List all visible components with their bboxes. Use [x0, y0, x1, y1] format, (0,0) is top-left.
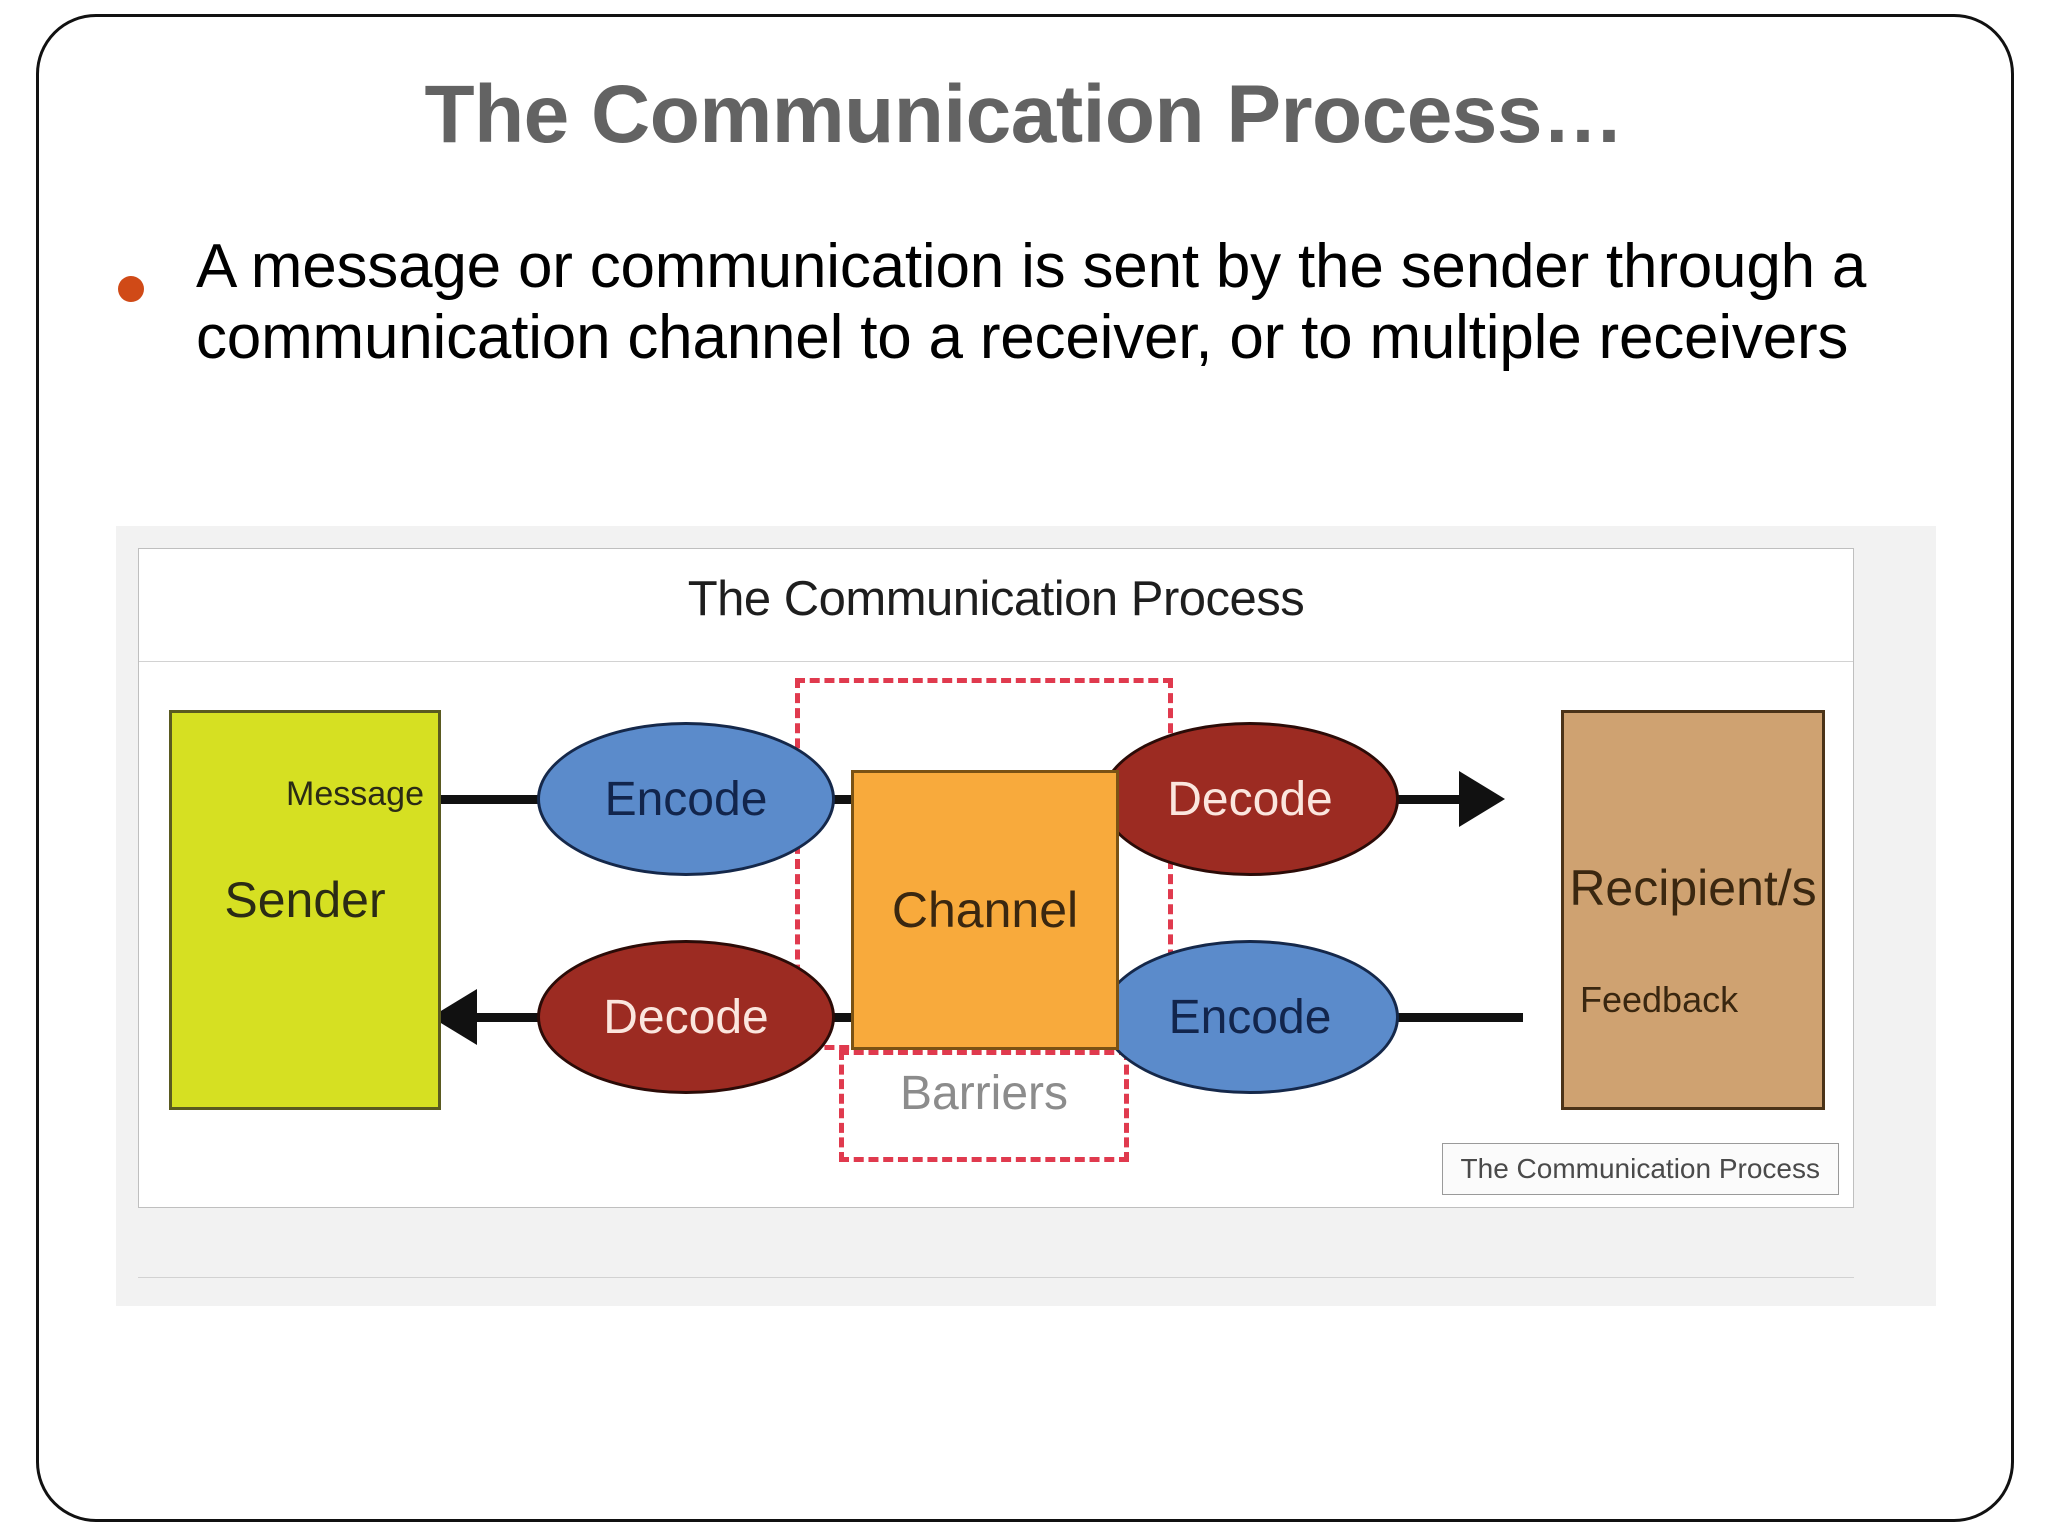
connector-recipient-to-encode — [1377, 1013, 1523, 1022]
diagram-caption: The Communication Process — [1441, 1143, 1839, 1195]
channel-label: Channel — [891, 882, 1079, 938]
bullet-list: A message or communication is sent by th… — [118, 232, 1958, 373]
message-label: Message — [286, 775, 424, 813]
sender-box: Message Sender — [169, 710, 441, 1110]
diagram-stage: Barriers Message Sender Encode Decode De… — [139, 662, 1853, 1208]
diagram-card: The Communication Process Barriers — [138, 548, 1854, 1208]
recipient-box: Recipient/s Feedback — [1561, 710, 1825, 1110]
arrow-right-icon — [1459, 771, 1505, 827]
diagram-heading: The Communication Process — [687, 572, 1305, 626]
connector-encode-to-channel — [811, 795, 875, 804]
encode-node-top: Encode — [537, 722, 835, 876]
decode-node-bottom: Decode — [537, 940, 835, 1094]
bullet-dot-icon — [118, 276, 144, 302]
list-item: A message or communication is sent by th… — [118, 232, 1958, 373]
decode-node-top: Decode — [1101, 722, 1399, 876]
bullet-text: A message or communication is sent by th… — [196, 232, 1867, 372]
connector-channel-to-decode-feedback — [811, 1013, 875, 1022]
slide-border — [36, 14, 2014, 1522]
diagram-panel: The Communication Process Barriers — [116, 526, 1936, 1306]
encode-node-bottom: Encode — [1101, 940, 1399, 1094]
sender-label: Sender — [224, 872, 386, 928]
barriers-label: Barriers — [899, 1067, 1069, 1120]
panel-divider — [138, 1277, 1854, 1278]
feedback-label: Feedback — [1580, 979, 1739, 1020]
diagram-divider — [139, 661, 1853, 662]
connector-decode-to-sender — [439, 1013, 557, 1022]
connector-message-to-encode — [425, 795, 555, 804]
connector-decode-to-recipient — [1377, 795, 1495, 804]
barriers-outline-label — [839, 1050, 1129, 1162]
page-title: The Communication Process… — [424, 69, 1624, 160]
recipient-label: Recipient/s — [1569, 860, 1817, 916]
channel-box: Channel — [851, 770, 1119, 1050]
